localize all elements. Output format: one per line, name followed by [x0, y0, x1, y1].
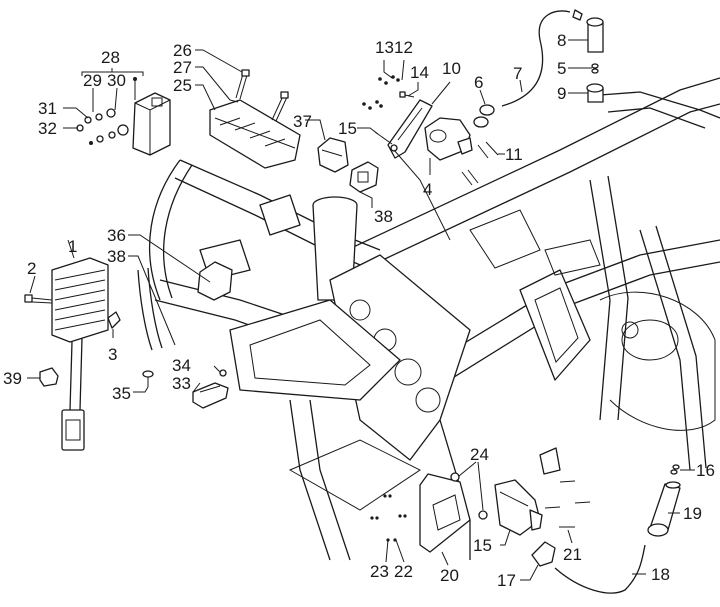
callout-11: 11 [505, 145, 523, 164]
callout-27: 27 [173, 58, 192, 77]
callout-38-lower: 38 [107, 247, 126, 266]
parts-12-13-nuts [362, 75, 400, 110]
callout-25: 25 [173, 76, 192, 95]
callout-32: 32 [38, 119, 57, 138]
callout-20: 20 [440, 566, 459, 585]
part-27-washer [229, 99, 239, 103]
callout-30: 30 [107, 71, 126, 90]
part-7-ht-cable [501, 10, 571, 107]
part-25-relay-holder [209, 99, 301, 169]
callout-34: 34 [172, 356, 191, 375]
part-39-connector [39, 367, 59, 387]
callout-15-lower: 15 [473, 536, 492, 555]
part-19-spark-plug-cap [647, 481, 681, 537]
callout-2: 2 [27, 259, 36, 278]
part-1-voltage-regulator [51, 257, 109, 451]
callout-33: 33 [172, 374, 191, 393]
part-26-bolt [235, 69, 250, 100]
callout-29: 29 [83, 71, 102, 90]
part-24-nut-lower [478, 510, 488, 520]
part-9-rubber-cap [586, 83, 604, 103]
part-3-washer [107, 311, 121, 329]
callout-3: 3 [108, 345, 117, 364]
callout-26: 26 [173, 41, 192, 60]
frame [137, 77, 720, 561]
part-11-bolts [461, 141, 499, 186]
part-14-bolt [399, 91, 415, 98]
callout-21: 21 [563, 545, 582, 564]
part-5-spring [591, 63, 599, 74]
callout-22: 22 [394, 562, 413, 581]
callout-36: 36 [107, 226, 126, 245]
parts-29-32-fuses [76, 108, 129, 145]
parts-22-23-screws [370, 494, 407, 542]
callout-35: 35 [112, 384, 131, 403]
part-15-module-lower [494, 479, 543, 536]
part-37-relay [317, 137, 349, 173]
part-25-bolt [271, 91, 289, 122]
callout-4: 4 [423, 180, 432, 199]
part-34-screw [219, 369, 227, 377]
part-35-screw [142, 370, 154, 387]
callout-8: 8 [557, 31, 566, 50]
callout-5: 5 [557, 59, 566, 78]
part-17-sensor [531, 541, 556, 567]
callout-16: 16 [696, 461, 715, 480]
callout-9: 9 [557, 84, 566, 103]
callout-38-upper: 38 [374, 207, 393, 226]
part-24-nut-upper [450, 472, 460, 482]
part-18-cable [554, 544, 646, 594]
callout-12: 12 [394, 38, 413, 57]
callout-24: 24 [470, 445, 489, 464]
callout-18: 18 [651, 565, 670, 584]
callout-23: 23 [370, 562, 389, 581]
callout-15-upper: 15 [338, 119, 357, 138]
part-36-module [197, 261, 233, 301]
callout-7: 7 [513, 64, 522, 83]
callout-labels: 1 2 3 4 5 6 7 8 9 10 11 13 12 14 15 15 1… [3, 31, 715, 590]
callout-31: 31 [38, 99, 57, 118]
callout-19: 19 [683, 504, 702, 523]
part-8-spark-plug-cap [572, 9, 604, 53]
part-20-bracket-plate [419, 473, 471, 553]
part-2-bolt [24, 294, 53, 304]
part-6-grommet [473, 104, 495, 128]
part-28-fuse-box [132, 92, 171, 156]
callout-6: 6 [474, 73, 483, 92]
callout-14: 14 [410, 63, 429, 82]
callout-39: 39 [3, 369, 22, 388]
callout-10: 10 [442, 59, 461, 78]
part-10-bracket [387, 99, 433, 159]
part-33-sensor [192, 382, 229, 409]
callout-28: 28 [101, 48, 120, 67]
leader-lines [27, 39, 695, 581]
part-38-bracket [349, 161, 379, 193]
part-16-spring [670, 464, 680, 475]
part-21-bolts [544, 480, 591, 528]
callout-1: 1 [68, 237, 77, 256]
part-4-ignition-coil [424, 117, 473, 161]
callout-17: 17 [497, 571, 516, 590]
callout-13: 13 [375, 38, 394, 57]
callout-37: 37 [293, 112, 312, 131]
